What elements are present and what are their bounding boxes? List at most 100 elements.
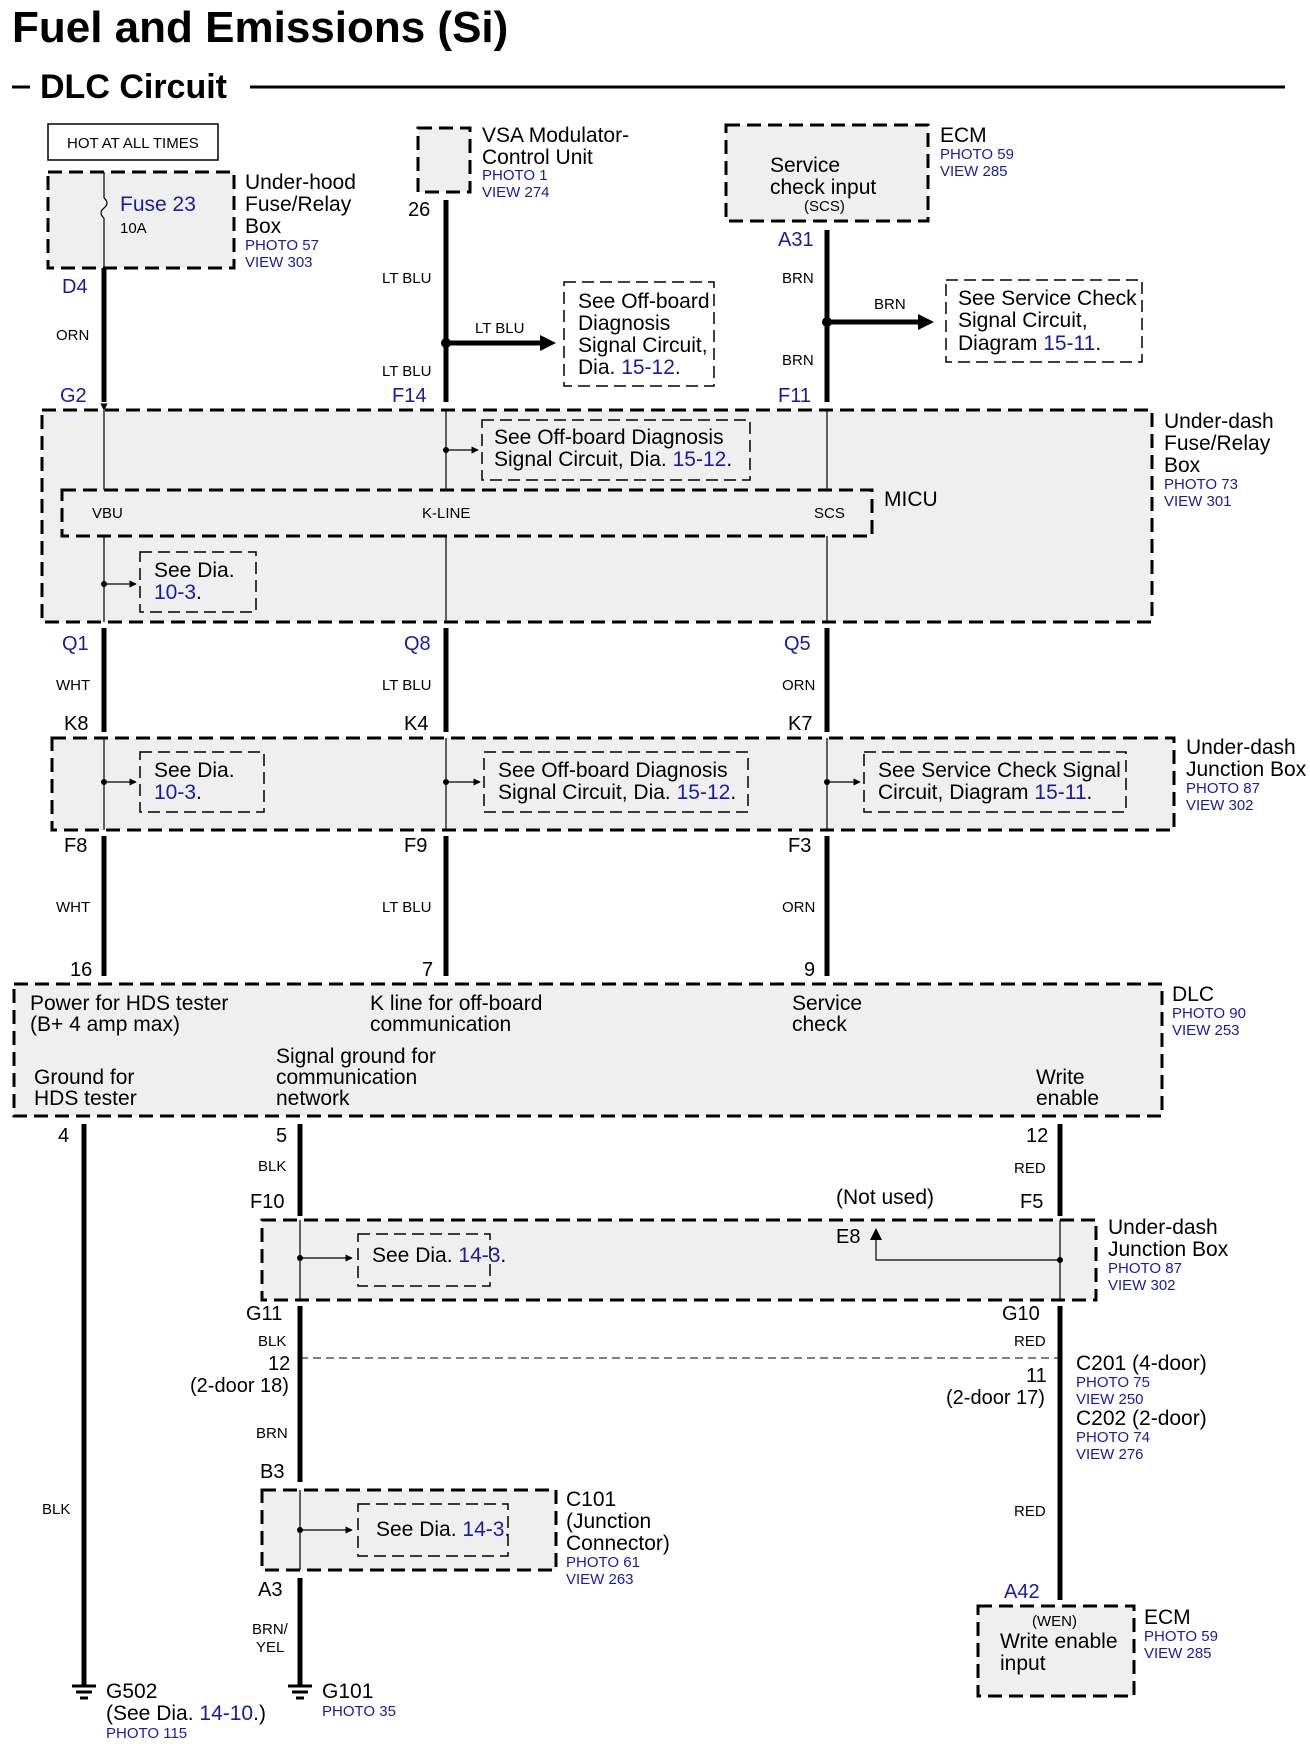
ground-g502-icon <box>72 1684 96 1700</box>
wire-label-orn-3: ORN <box>782 899 815 916</box>
pin-k7: K7 <box>788 713 812 735</box>
pin-k8: K8 <box>64 713 88 735</box>
ecm-bottom-view: VIEW 285 <box>1144 1645 1212 1662</box>
vsa-view: VIEW 274 <box>482 184 550 201</box>
ref-offboard-jb[interactable] <box>483 751 749 813</box>
ref-scs-top-l1: See Service Check <box>958 287 1137 310</box>
vsa-photo: PHOTO 1 <box>482 167 548 184</box>
pin-c201-11: 11 <box>1026 1365 1047 1387</box>
vsa-name-2: Control Unit <box>482 146 593 169</box>
hot-label: HOT AT ALL TIMES <box>67 135 199 152</box>
ecm-scs-text-2: check input <box>770 176 876 199</box>
ref-offboard-jb-l2: Signal Circuit, Dia. 15-12. <box>498 781 736 804</box>
pin-12: 12 <box>1026 1125 1048 1147</box>
dlc-view: VIEW 253 <box>1172 1022 1240 1039</box>
pin-q8: Q8 <box>404 633 431 655</box>
g502-name: G502 <box>106 1680 157 1703</box>
vsa-unit-box <box>416 126 472 194</box>
ref-offboard-micu-l2: Signal Circuit, Dia. 15-12. <box>494 448 732 471</box>
c202-view: VIEW 276 <box>1076 1446 1144 1463</box>
junction-box-2-photo: PHOTO 87 <box>1108 1260 1182 1277</box>
ref-dia-10-3-a[interactable] <box>139 551 257 613</box>
dlc-pin16-text-1: Power for HDS tester <box>30 992 228 1015</box>
wire-label-ltblu-2: LT BLU <box>475 320 524 337</box>
fuse-symbol-icon <box>100 197 108 219</box>
dlc-pin5-text-1: Signal ground for <box>276 1045 436 1068</box>
wire-label-red-1: RED <box>1014 1160 1046 1177</box>
ref-offboard-top[interactable] <box>563 281 715 387</box>
pin-26: 26 <box>408 199 430 221</box>
micu-vbu: VBU <box>92 505 123 522</box>
pin-b3: B3 <box>260 1461 284 1483</box>
ecm-top-view: VIEW 285 <box>940 163 1008 180</box>
underhood-view: VIEW 303 <box>245 254 313 271</box>
ref-offboard-top-l2: Diagnosis <box>578 312 670 335</box>
ref-scs-jb[interactable] <box>863 751 1127 813</box>
ref-dia-10-3-a-l1: See Dia. <box>154 559 235 582</box>
c101-name-1: C101 <box>566 1488 616 1511</box>
ref-dia-14-3-a[interactable] <box>357 1233 491 1287</box>
pin-a3: A3 <box>258 1579 282 1601</box>
ref-scs-jb-l2: Circuit, Diagram 15-11. <box>878 781 1092 804</box>
ecm-write-enable-1: Write enable <box>1000 1630 1118 1653</box>
ecm-bottom-name: ECM <box>1144 1606 1191 1629</box>
underdash-fuse-photo: PHOTO 73 <box>1164 476 1238 493</box>
junction-box-1-name-1: Under-dash <box>1186 736 1296 759</box>
pin-f9: F9 <box>404 835 427 857</box>
dlc-pin12-text-1: Write <box>1036 1066 1085 1089</box>
pin-f10: F10 <box>250 1191 284 1213</box>
wire-label-brn-4: BRN <box>256 1425 288 1442</box>
dlc-pin7-text-2: communication <box>370 1013 511 1036</box>
branch-arrow-icon <box>540 335 556 351</box>
ref-offboard-micu[interactable] <box>481 419 751 481</box>
ref-dia-10-3-b-l2: 10-3. <box>154 781 202 804</box>
wire-label-brnyel-1: BRN/ <box>252 1621 289 1638</box>
pin-g10: G10 <box>1002 1303 1040 1325</box>
dlc-pin9-text-1: Service <box>792 992 862 1015</box>
dlc-pin12-text-2: enable <box>1036 1087 1099 1110</box>
pin-g2: G2 <box>60 385 87 407</box>
wire-label-brn-1: BRN <box>782 270 814 287</box>
ref-dia-14-3-b[interactable] <box>357 1503 509 1557</box>
underdash-fuse-name-2: Fuse/Relay <box>1164 432 1271 455</box>
wire-label-red-2: RED <box>1014 1333 1046 1350</box>
pin-d4: D4 <box>62 276 88 298</box>
page-title: Fuel and Emissions (Si) <box>12 3 508 52</box>
junction-box-2-name-2: Junction Box <box>1108 1238 1229 1261</box>
dlc-pin4-text-1: Ground for <box>34 1066 134 1089</box>
ecm-bottom-box <box>976 1604 1136 1698</box>
junction-box-1-name-2: Junction Box <box>1186 758 1307 781</box>
pin-4: 4 <box>58 1125 69 1147</box>
dlc-pin9-text-2: check <box>792 1013 847 1036</box>
ref-scs-top-l2: Signal Circuit, <box>958 309 1088 332</box>
micu-scs: SCS <box>814 505 845 522</box>
ref-offboard-top-l4: Dia. 15-12. <box>578 356 681 379</box>
g502-see: (See Dia. 14-10.) <box>106 1702 266 1725</box>
micu-kline: K-LINE <box>422 505 470 522</box>
ref-dia-14-3-a-l1: See Dia. 14-3. <box>372 1244 506 1267</box>
pin-k4: K4 <box>404 713 428 735</box>
dlc-pin5-text-2: communication <box>276 1066 417 1089</box>
wire-label-ltblu-5: LT BLU <box>382 899 431 916</box>
micu-label: MICU <box>884 488 938 511</box>
ref-scs-top[interactable] <box>945 279 1143 363</box>
pin-c201-12: 12 <box>268 1353 290 1375</box>
junction-box-2-name-1: Under-dash <box>1108 1216 1218 1239</box>
vsa-name-1: VSA Modulator- <box>482 124 629 147</box>
pin-f8: F8 <box>64 835 87 857</box>
dlc-connector-box <box>12 982 1164 1118</box>
ecm-scs-text-1: Service <box>770 154 840 177</box>
wire-label-orn-2: ORN <box>782 677 815 694</box>
pin-q5: Q5 <box>784 633 811 655</box>
underhood-photo: PHOTO 57 <box>245 237 319 254</box>
underhood-name-2: Fuse/Relay <box>245 193 352 216</box>
g101-photo: PHOTO 35 <box>322 1703 396 1720</box>
wire-label-blk-2: BLK <box>258 1158 286 1175</box>
pin-9: 9 <box>804 959 815 981</box>
underhood-fuse-box <box>46 170 236 270</box>
dlc-name: DLC <box>1172 983 1214 1006</box>
ref-dia-10-3-b[interactable] <box>139 751 265 813</box>
pin-5: 5 <box>276 1125 287 1147</box>
pin-16: 16 <box>70 959 92 981</box>
